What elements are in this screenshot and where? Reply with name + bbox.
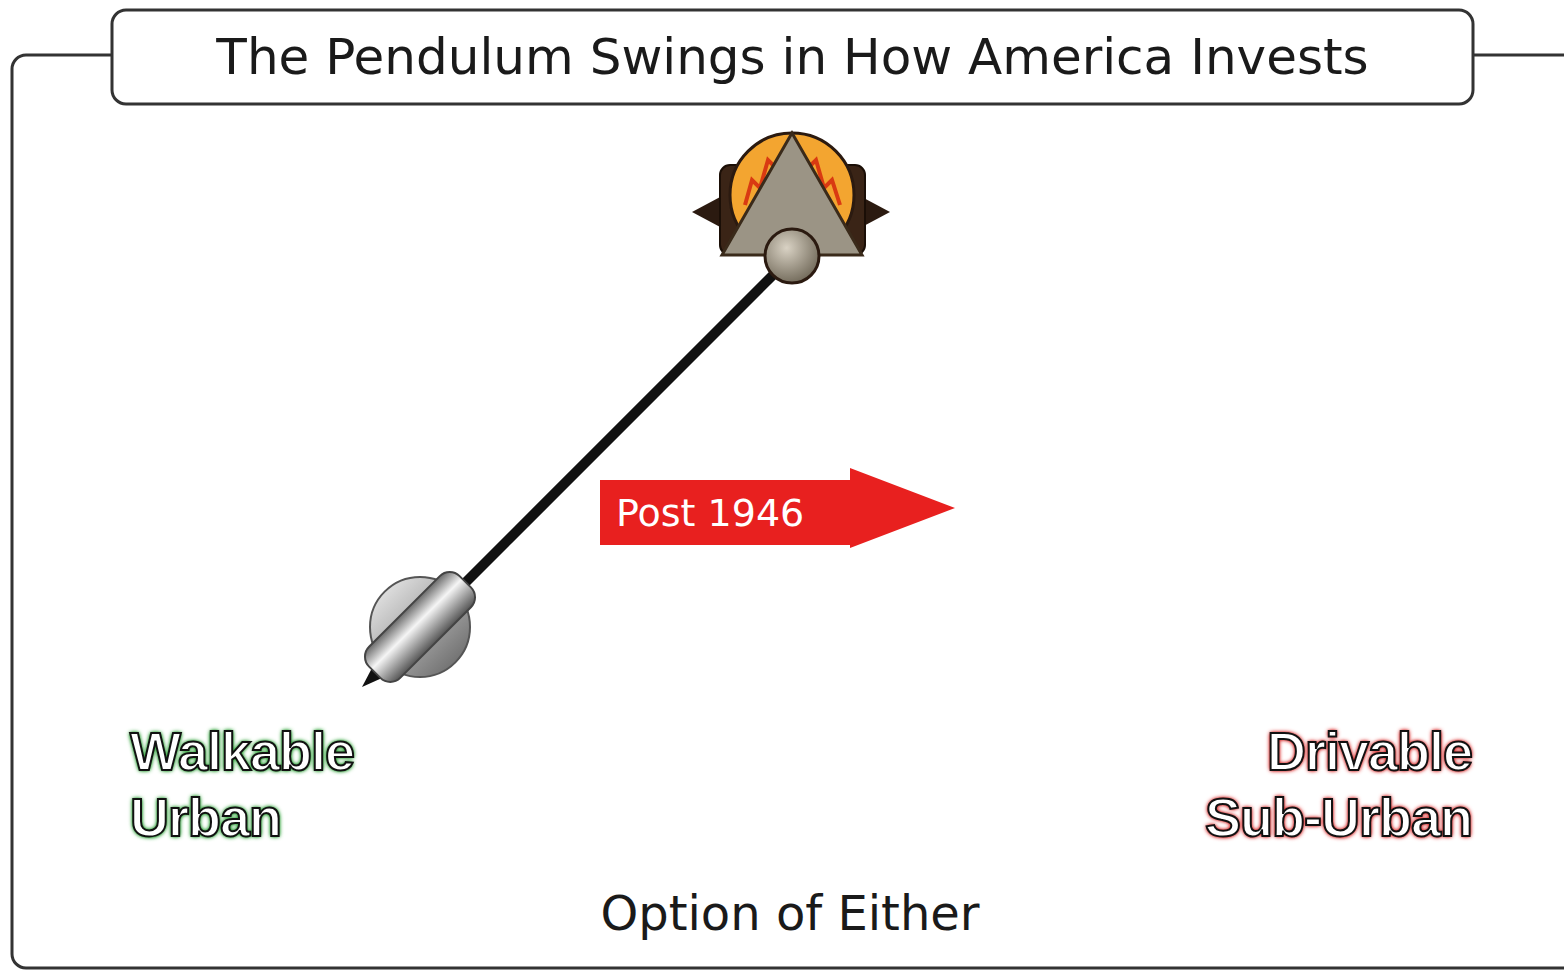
arrow-fill — [600, 468, 955, 548]
arrow-text-holder: Post 1946 — [616, 491, 804, 535]
arrow-label: Post 1946 — [616, 491, 804, 535]
region-label: Walkable Urban — [130, 718, 430, 850]
diagram-title: The Pendulum Swings in How America Inves… — [112, 10, 1473, 104]
region-label: Drivable Sub-Urban — [1152, 718, 1472, 850]
arrow-shape: Post 1946 — [600, 468, 955, 548]
axis-note: Option of Either — [600, 885, 979, 941]
